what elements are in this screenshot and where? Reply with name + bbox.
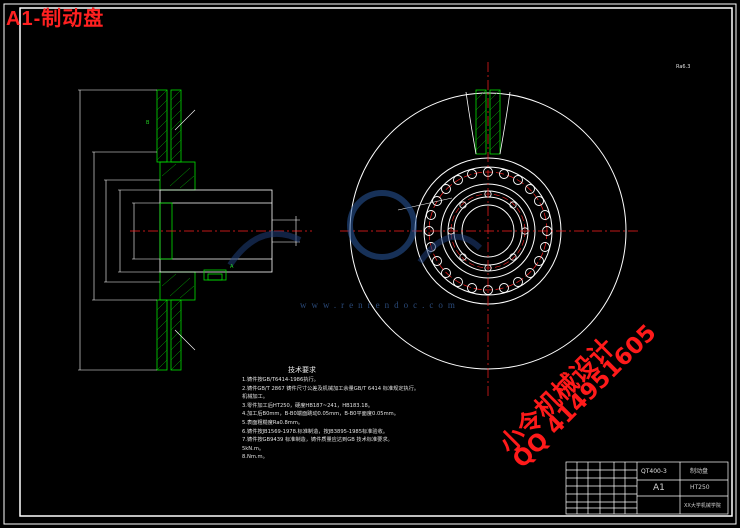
watermark-site: www.renrendoc.com [300,300,460,310]
title-block-scale: A1 [653,483,665,493]
tech-item: 8.Nm.m。 [242,454,268,461]
tech-item: 机械加工。 [242,394,268,401]
tech-item: 4.加工后B0mm，B-B0端面跳动0.05mm，B-B0平面度0.05mm。 [242,411,399,418]
inner-frame [19,7,733,517]
title-block-school: XX大学机械学院 [684,503,721,509]
tech-item: 6.铸件按JB1569-1978.标准制造，按JB3895-1985标准验收。 [242,428,388,435]
tech-item: 7.铸件按GB9439 标准制造，铸件质量应达到GB 技术标准要求。 [242,437,393,444]
section-view [156,89,273,371]
title-block [565,461,729,515]
drawing-title: A1-制动盘 [6,8,105,30]
title-block-part-name: 制动盘 [690,468,709,475]
partial-section [465,89,511,155]
outer-frame [3,3,737,525]
tech-requirements-title: 技术要求 [288,366,316,374]
tech-requirements-list: 1.铸件按GB/T6414-1986执行。 2.铸件GB/T 2867 铸件尺寸… [242,376,462,462]
dim-label-a: A [230,264,234,270]
title-block-material: HT250 [690,484,710,491]
dimension-lines [78,89,300,371]
tech-item: 5.表面粗糙度Ra0.8mm。 [242,419,304,426]
tech-item: 2.铸件GB/T 2867 铸件尺寸公差及机械加工余量GB/T 6414 标准规… [242,385,420,392]
dim-label-b: B [146,120,150,126]
tech-item: 1.铸件按GB/T6414-1986执行。 [242,377,319,383]
title-block-drawing-no: QT400-3 [641,468,667,475]
tech-item: 5kN.m。 [242,445,265,452]
tech-item: 3.零件加工后HT250，硬度HB187~241，HB183.18。 [242,402,374,409]
watermark-logo [227,190,483,267]
corner-note: Ra6.3 [676,64,691,70]
